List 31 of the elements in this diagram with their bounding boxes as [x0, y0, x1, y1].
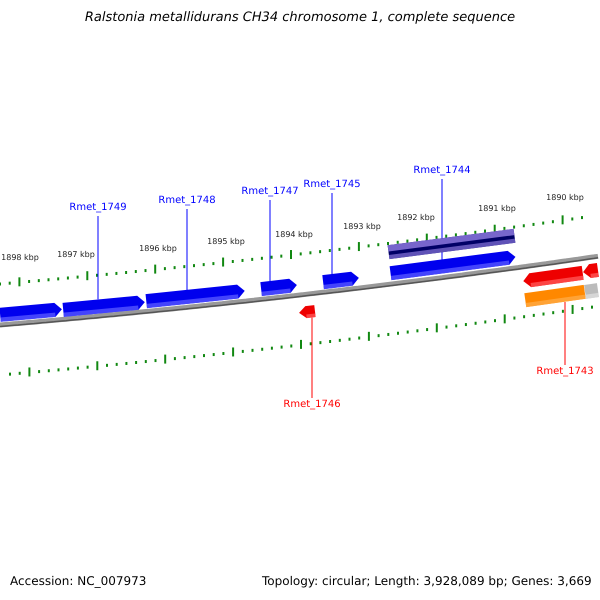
gene-label: Rmet_1748: [158, 195, 216, 206]
scale-label: 1892 kbp: [397, 213, 435, 222]
map-title: Ralstonia metallidurans CH34 chromosome 1, complete sequence: [84, 10, 516, 25]
gene-label: Rmet_1746: [283, 399, 341, 410]
leader-line: [186, 208, 188, 291]
scale-label: 1894 kbp: [275, 230, 313, 239]
feature-bar: [584, 283, 599, 300]
scale-label: 1890 kbp: [546, 193, 584, 202]
gene-feature: [260, 278, 298, 296]
accession-label: Accession: NC_007973: [10, 574, 146, 588]
gene-feature: [390, 250, 516, 280]
gene-label: Rmet_1743: [536, 366, 594, 377]
scale-label: 1896 kbp: [139, 244, 177, 253]
gene-feature: [62, 294, 146, 316]
scale-label: 1895 kbp: [207, 237, 245, 246]
scale-label: 1893 kbp: [343, 222, 381, 231]
gene-feature: [0, 302, 62, 322]
feature-bar: [524, 285, 586, 308]
scale-label: 1898 kbp: [1, 253, 39, 262]
gene-label: Rmet_1749: [69, 202, 127, 213]
gene-label: Rmet_1745: [303, 179, 361, 190]
gene-feature: [322, 271, 360, 290]
gene-feature: [298, 305, 316, 320]
gene-feature: [146, 284, 246, 309]
leader-line: [564, 302, 566, 366]
gene-label: Rmet_1744: [413, 165, 471, 176]
sequence-info: Topology: circular; Length: 3,928,089 bp; Genes: 3,669: [262, 574, 592, 588]
gene-feature: [582, 263, 599, 280]
gene-label: Rmet_1747: [241, 186, 299, 197]
scale-label: 1891 kbp: [478, 204, 516, 213]
scale-label: 1897 kbp: [57, 250, 95, 259]
